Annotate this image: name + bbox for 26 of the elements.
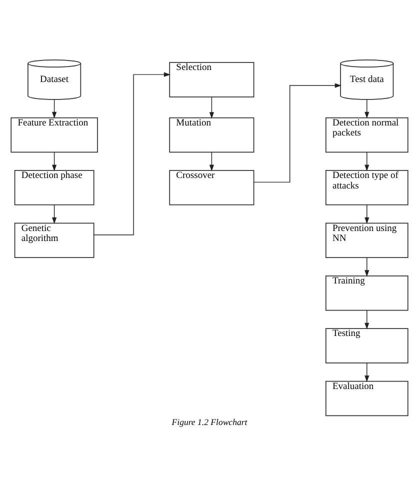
node-box: Detection type of attacks — [325, 170, 408, 205]
arrow — [364, 151, 370, 171]
node-box: Training — [325, 274, 408, 310]
caption: Figure 1.2 Flowchart — [172, 416, 248, 426]
arrow — [364, 204, 370, 224]
node-box: Mutation — [169, 116, 254, 152]
arrow — [364, 309, 370, 329]
arrow — [364, 362, 370, 382]
node-box: Feature Extraction — [10, 116, 98, 152]
arrow — [52, 204, 57, 224]
arrow — [52, 98, 57, 118]
node-box: Selection — [169, 62, 254, 97]
arrow — [254, 82, 342, 182]
arrow — [364, 256, 370, 276]
node-box: Prevention using NN — [325, 222, 408, 258]
arrow — [94, 72, 171, 235]
node-box: Detection normal packets — [325, 116, 408, 152]
arrow — [209, 96, 214, 118]
node-box: Detection phase — [14, 170, 94, 205]
node-box: Evaluation — [325, 380, 408, 416]
arrow — [209, 151, 214, 171]
arrow — [52, 151, 57, 171]
node-box: Crossover — [169, 170, 254, 205]
node-box: Genetic algorithm — [14, 222, 94, 258]
node-box: Testing — [325, 328, 408, 363]
arrow — [364, 98, 370, 118]
